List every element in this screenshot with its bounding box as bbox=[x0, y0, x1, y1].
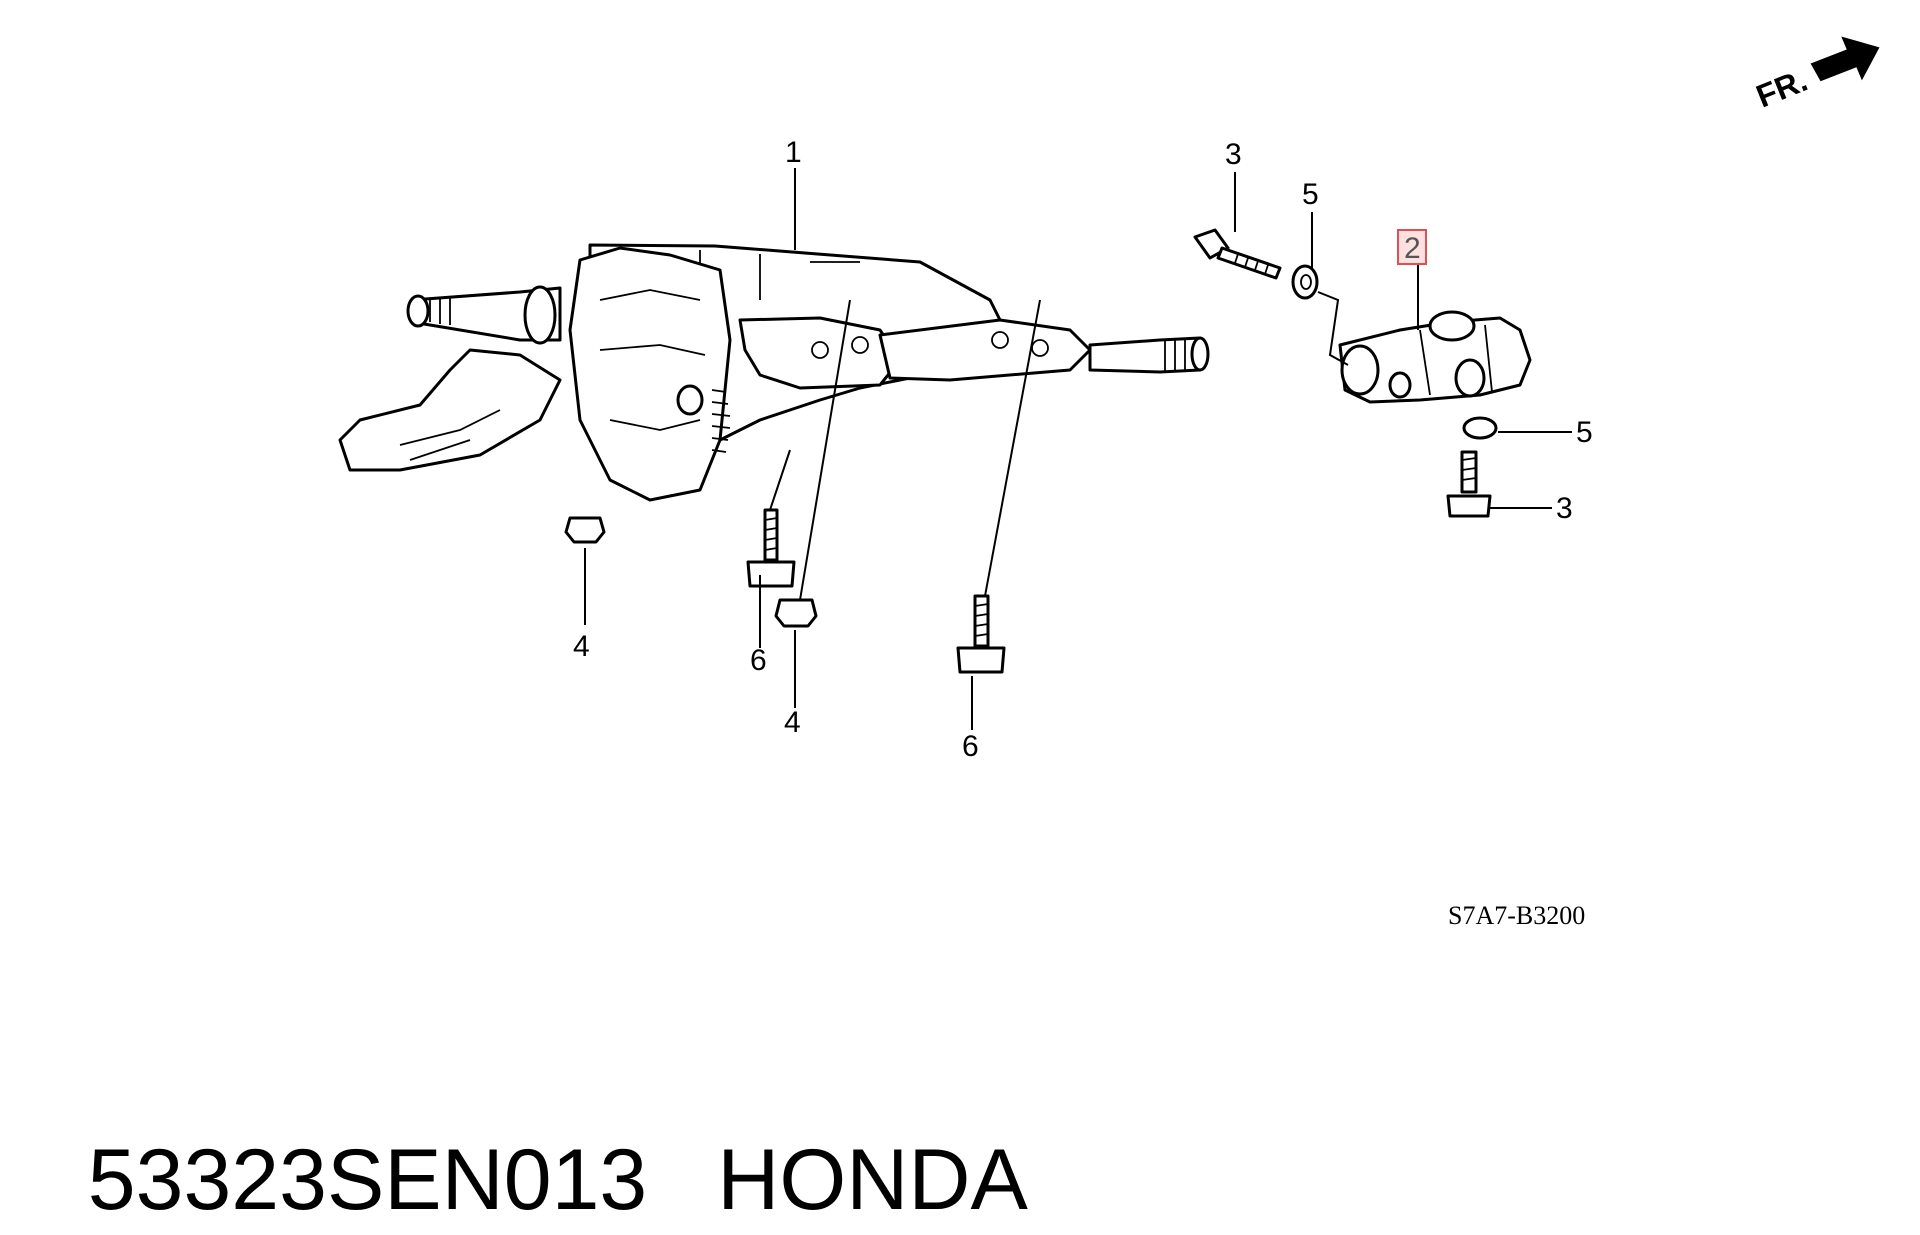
callout-3-upper: 3 bbox=[1225, 138, 1242, 171]
footer: 53323SEN013 HONDA bbox=[40, 1015, 1028, 1228]
flange-nut-center bbox=[774, 598, 818, 628]
parts-diagram: FR. bbox=[338, 36, 1880, 930]
callout-4-center: 4 bbox=[784, 706, 801, 739]
callouts: 1 2 3 5 5 3 4 6 4 6 bbox=[573, 136, 1593, 763]
flange-nut-left bbox=[564, 516, 606, 544]
callout-3-lower: 3 bbox=[1556, 492, 1573, 525]
flange-bolt-lower bbox=[1446, 450, 1492, 518]
callout-2: 2 bbox=[1404, 232, 1421, 265]
front-direction-label: FR. bbox=[1751, 62, 1812, 115]
leader-lines bbox=[584, 168, 1572, 730]
callout-5-lower: 5 bbox=[1576, 416, 1593, 449]
steering-joint-assembly bbox=[1338, 310, 1532, 404]
callout-2-highlight bbox=[1397, 229, 1427, 265]
part-number: 53323SEN013 bbox=[87, 1132, 648, 1228]
front-direction-indicator: FR. bbox=[1751, 36, 1880, 115]
callout-4-left: 4 bbox=[573, 630, 590, 663]
diagram-code: S7A7-B3200 bbox=[1448, 901, 1585, 930]
callout-6-center: 6 bbox=[750, 644, 767, 677]
flange-bolt-right bbox=[956, 594, 1006, 674]
flange-bolt-upper bbox=[1193, 228, 1282, 280]
callout-6-right: 6 bbox=[962, 730, 979, 763]
steering-column-assembly bbox=[338, 243, 1210, 502]
callout-1: 1 bbox=[785, 136, 802, 169]
washer-lower bbox=[1462, 416, 1498, 440]
washer-upper bbox=[1291, 264, 1319, 300]
callout-5-upper: 5 bbox=[1302, 178, 1319, 211]
front-arrow-icon bbox=[1810, 36, 1880, 82]
flange-bolt-center bbox=[746, 508, 796, 588]
brand-name: HONDA bbox=[717, 1132, 1028, 1228]
